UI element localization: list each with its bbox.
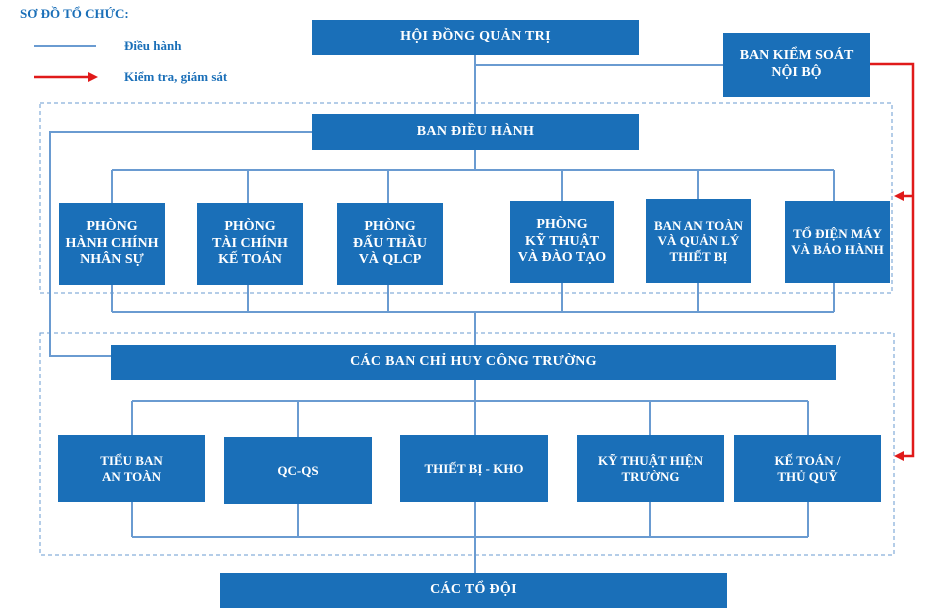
node-sub-equipment: THIẾT BỊ - KHO xyxy=(400,435,548,502)
supervision-arrowhead-site xyxy=(894,451,904,461)
legend-inspect-arrowhead xyxy=(88,72,98,82)
line-executive-site-loop xyxy=(49,131,312,357)
node-sub-safety: TIỂU BAN AN TOÀN xyxy=(58,435,205,502)
node-dept-bidding: PHÒNG ĐẤU THẦU VÀ QLCP xyxy=(337,203,443,285)
node-dept-electrical: TỔ ĐIỆN MÁY VÀ BẢO HÀNH xyxy=(785,201,890,283)
supervision-arrowhead-executive xyxy=(894,191,904,201)
line-dept-rises xyxy=(111,283,835,312)
node-dept-safety: BAN AN TOÀN VÀ QUẢN LÝ THIẾT BỊ xyxy=(646,199,751,283)
legend-inspect-label: Kiểm tra, giám sát xyxy=(124,69,228,84)
node-teams: CÁC TỔ ĐỘI xyxy=(220,573,727,608)
supervision-line xyxy=(870,62,915,458)
node-dept-hr: PHÒNG HÀNH CHÍNH NHÂN SỰ xyxy=(59,203,165,285)
node-site-command: CÁC BAN CHỈ HUY CÔNG TRƯỜNG xyxy=(111,345,836,380)
site-group-frame xyxy=(39,332,895,556)
node-internal-control: BAN KIỂM SOÁT NỘI BỘ xyxy=(723,33,870,97)
node-sub-accounting: KẾ TOÁN / THỦ QUỸ xyxy=(734,435,881,502)
node-dept-finance: PHÒNG TÀI CHÍNH KẾ TOÁN xyxy=(197,203,303,285)
node-sub-site-tech: KỸ THUẬT HIỆN TRƯỜNG xyxy=(577,435,724,502)
node-board: HỘI ĐỒNG QUẢN TRỊ xyxy=(312,20,639,55)
executive-group-frame xyxy=(39,102,893,294)
line-sub-rises xyxy=(131,502,809,537)
line-dept-drops xyxy=(111,170,835,203)
node-dept-technical: PHÒNG KỸ THUẬT VÀ ĐÀO TẠO xyxy=(510,201,614,283)
chart-title: SƠ ĐỒ TỔ CHỨC: xyxy=(20,6,129,21)
node-executive: BAN ĐIỀU HÀNH xyxy=(312,114,639,150)
legend-operate-label: Điều hành xyxy=(124,38,182,53)
line-sub-drops xyxy=(131,401,809,437)
node-sub-qcqs: QC-QS xyxy=(224,437,372,504)
